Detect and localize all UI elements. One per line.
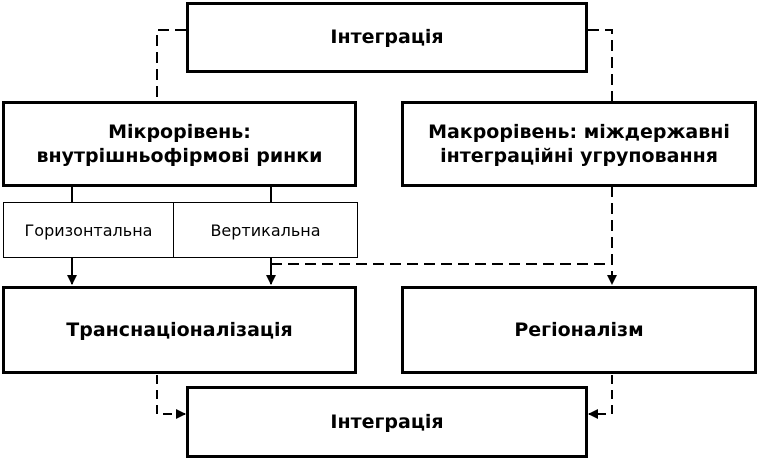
vertical-label: Вертикальна — [210, 220, 321, 240]
dashed-arrow-regionalism-to-integration — [588, 375, 613, 419]
integration-bottom-label: Інтеграція — [330, 410, 444, 433]
dashed-connector-top-to-macro — [588, 29, 613, 103]
micro-level-box: Мікрорівень: внутрішньофірмові ринки — [2, 101, 357, 187]
macro-level-label-line1: Макрорівень: міждержавні — [428, 120, 730, 143]
regionalism-box: Регіоналізм — [401, 286, 757, 374]
dashed-connector-top-to-micro — [156, 29, 186, 103]
dashed-arrow-transnationalization-to-integration — [156, 375, 186, 419]
transnationalization-box: Транснаціоналізація — [2, 286, 357, 374]
horizontal-label: Горизонтальна — [24, 220, 153, 240]
transnationalization-label: Транснаціоналізація — [66, 318, 293, 341]
regionalism-label: Регіоналізм — [514, 318, 644, 341]
integration-top-label: Інтеграція — [330, 26, 444, 49]
macro-level-box: Макрорівень: міждержавні інтеграційні уг… — [401, 101, 757, 187]
horizontal-box: Горизонтальна — [3, 202, 173, 258]
macro-level-label-line2: інтеграційні угруповання — [440, 145, 718, 167]
vertical-box: Вертикальна — [173, 202, 358, 258]
integration-bottom-box: Інтеграція — [186, 386, 588, 458]
micro-level-label-line2: внутрішньофірмові ринки — [36, 145, 323, 167]
micro-level-label-line1: Мікрорівень: — [108, 120, 251, 143]
integration-top-box: Інтеграція — [186, 2, 588, 73]
